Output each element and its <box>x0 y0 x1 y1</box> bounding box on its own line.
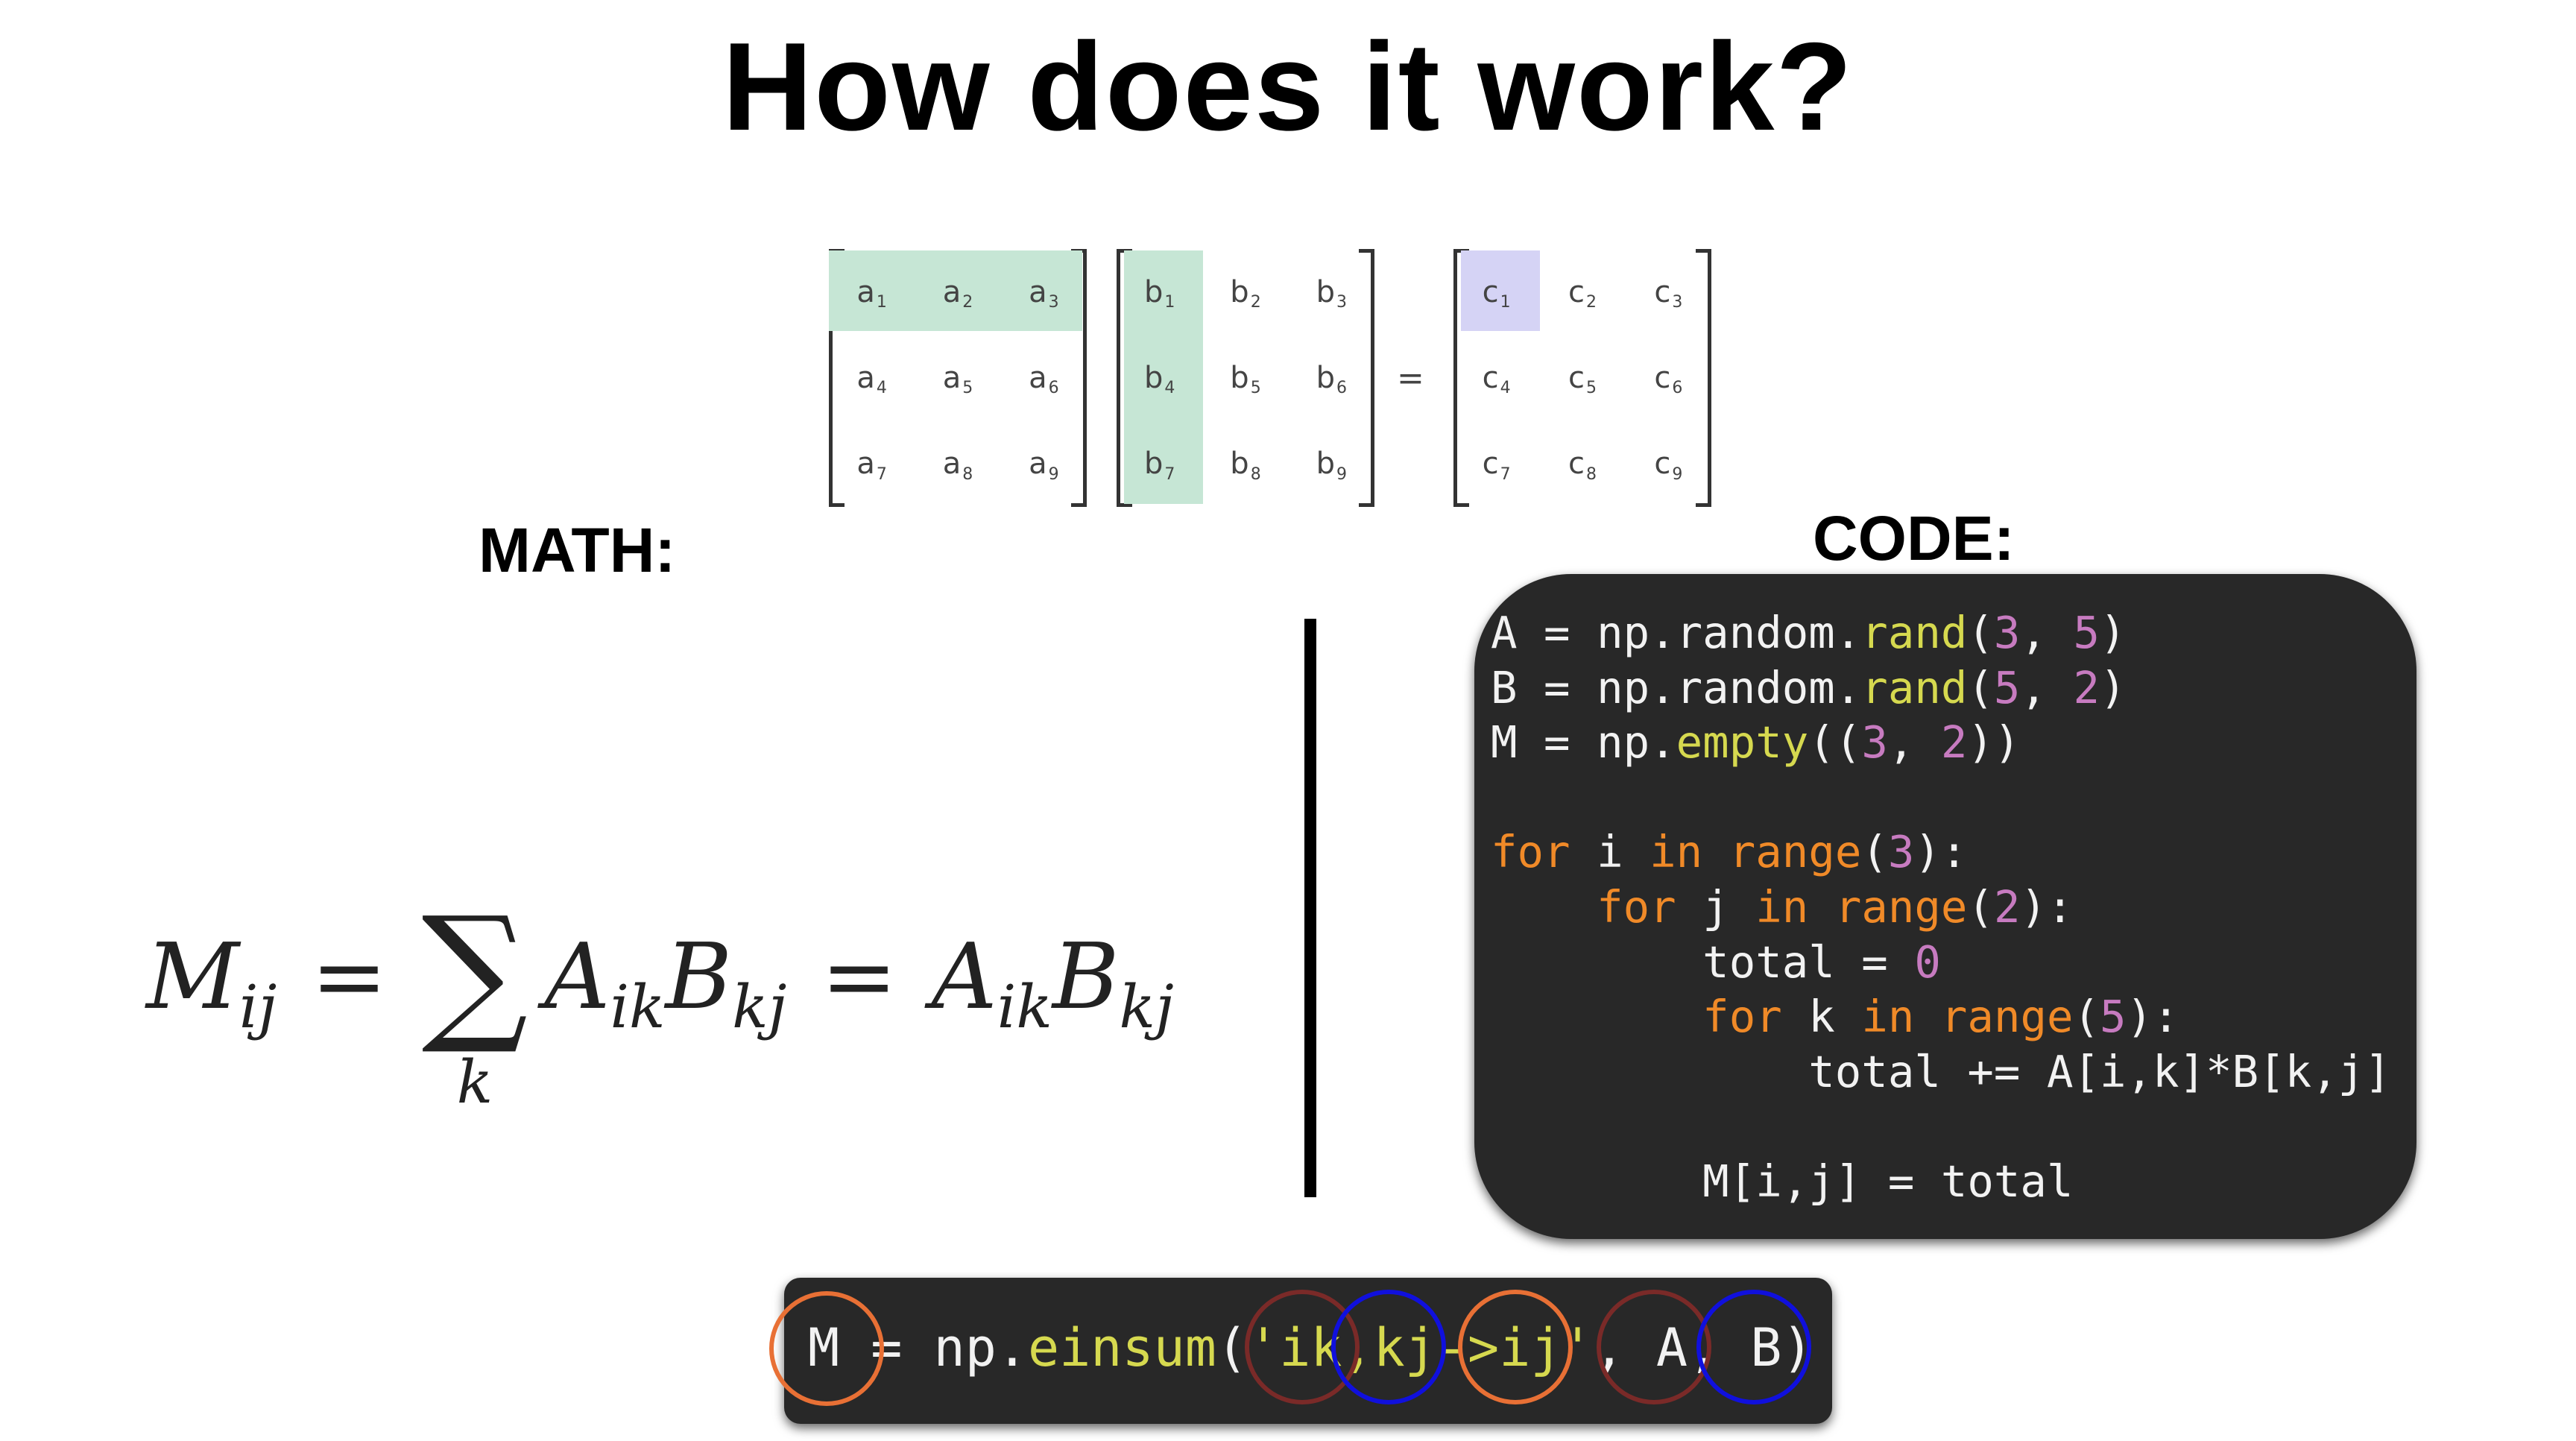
code-label: CODE: <box>1813 503 2015 573</box>
vertical-divider <box>1304 619 1316 1197</box>
circle-operand-a <box>1597 1290 1711 1404</box>
math-label: MATH: <box>479 515 676 585</box>
formula-equals-1: = <box>311 924 388 1029</box>
code-panel <box>1474 574 2416 1239</box>
formula-a-implicit-subscript: ik <box>997 971 1052 1041</box>
formula-a-implicit: A <box>931 924 997 1029</box>
formula-b-subscript: kj <box>732 971 787 1041</box>
formula-equals-2: = <box>821 924 897 1029</box>
formula-m: M <box>146 924 239 1029</box>
summation: ∑ k <box>422 898 528 1112</box>
circle-subscript-kj <box>1331 1290 1446 1404</box>
formula-b: B <box>665 924 733 1029</box>
circle-subscript-ij <box>1458 1290 1573 1404</box>
slide-title: How does it work? <box>722 16 1854 157</box>
highlight-cell <box>1461 250 1540 331</box>
sigma-symbol: ∑ <box>421 885 528 1059</box>
circle-output-m <box>769 1291 884 1406</box>
matrix-equals-sign: = <box>1397 359 1424 397</box>
formula-b-implicit: B <box>1052 924 1120 1029</box>
formula-b-implicit-subscript: kj <box>1119 971 1174 1041</box>
summation-index: k <box>456 1047 493 1117</box>
highlight-column <box>1124 250 1203 504</box>
formula-m-subscript: ij <box>239 971 277 1041</box>
formula-a-subscript: ik <box>610 971 666 1041</box>
circle-operand-b <box>1696 1290 1811 1404</box>
highlight-row <box>829 250 1082 331</box>
code-block: A = np.random.rand(3, 5) B = np.random.r… <box>1491 607 2391 1207</box>
formula-a: A <box>544 924 610 1029</box>
